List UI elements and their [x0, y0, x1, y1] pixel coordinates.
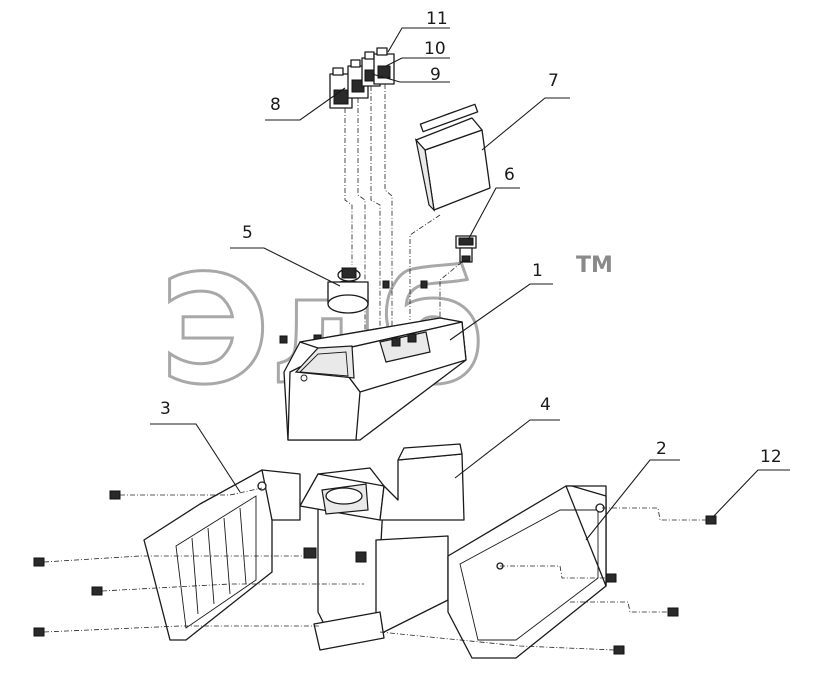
callout-5: 5 — [242, 223, 253, 243]
screw-right-4 — [379, 631, 625, 655]
callout-3: 3 — [160, 399, 171, 419]
screw-left-4 — [33, 625, 320, 637]
leader-lines — [150, 27, 790, 541]
callout-9: 9 — [430, 65, 441, 85]
part-1-upper-console — [283, 317, 467, 441]
callout-2: 2 — [656, 439, 667, 459]
part-4-center-console — [299, 443, 465, 651]
callout-1: 1 — [532, 261, 543, 281]
callout-10: 10 — [424, 39, 446, 59]
bottom-screws — [33, 487, 717, 655]
screw-right-12 — [602, 507, 717, 525]
part-2-right-panel — [447, 485, 607, 659]
callout-12: 12 — [760, 447, 782, 467]
part-7-controller — [414, 103, 491, 212]
callout-8: 8 — [270, 95, 281, 115]
screw-left-3 — [91, 583, 364, 596]
trademark-mark: TM — [576, 253, 613, 278]
part-6-connector — [455, 235, 477, 263]
screw-left-2 — [33, 555, 306, 567]
part-5-key-switch — [327, 267, 369, 314]
callout-7: 7 — [548, 71, 559, 91]
callout-11: 11 — [426, 9, 448, 29]
screw-right-3 — [570, 601, 679, 617]
part-11-switch — [373, 47, 395, 85]
callout-4: 4 — [540, 395, 551, 415]
callout-6: 6 — [504, 165, 515, 185]
screw-right-2 — [500, 565, 617, 583]
part-3-left-panel — [143, 469, 301, 641]
screw-left-1 — [109, 487, 263, 500]
assembly-lines-switches — [344, 84, 463, 335]
callout-labels: 8 9 10 11 7 6 5 1 3 4 2 12 — [160, 9, 782, 467]
